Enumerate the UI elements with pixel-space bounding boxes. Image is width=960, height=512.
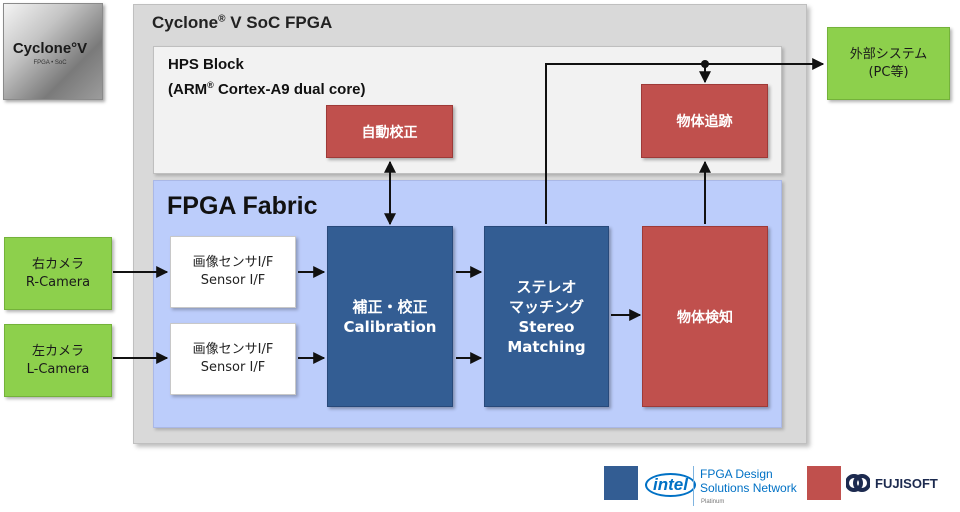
hps-block-title: HPS Block (ARM® Cortex-A9 dual core)	[168, 56, 366, 98]
fpga-design-solutions-network: FPGA Design Solutions Network	[700, 467, 797, 495]
sensor-if-right-label: 画像センサI/F Sensor I/F	[192, 255, 274, 288]
arrow-stereo-to-external	[545, 58, 825, 224]
object-detection-block: 物体検知	[642, 226, 768, 407]
sensor-if-right-block: 画像センサI/F Sensor I/F	[170, 236, 296, 308]
stereo-matching-label: ステレオ マッチング Stereo Matching	[507, 277, 586, 356]
external-system-block: 外部システム (PC等)	[827, 27, 950, 100]
chip-logo-name: Cyclone°V	[12, 40, 88, 57]
stereo-matching-block: ステレオ マッチング Stereo Matching	[484, 226, 609, 407]
sensor-if-left-block: 画像センサI/F Sensor I/F	[170, 323, 296, 395]
chip-logo-subtitle: FPGA • SoC	[33, 60, 67, 66]
object-tracking-label: 物体追跡	[676, 114, 733, 130]
auto-calibration-label: 自動校正	[361, 124, 418, 141]
calibration-block: 補正・校正 Calibration	[327, 226, 453, 407]
right-camera-block: 右カメラ R-Camera	[4, 237, 112, 310]
object-tracking-block: 物体追跡	[641, 84, 768, 158]
junction-dot	[701, 60, 709, 68]
left-camera-block: 左カメラ L-Camera	[4, 324, 112, 397]
calibration-label: 補正・校正 Calibration	[343, 297, 437, 336]
fujisoft-logo-text: FUJISOFT	[875, 476, 938, 491]
object-detection-label: 物体検知	[677, 309, 733, 326]
legend-blue-square	[604, 466, 638, 500]
fujisoft-logo-icon	[846, 474, 870, 492]
left-camera-label: 左カメラ L-Camera	[26, 343, 90, 377]
fpga-fabric-title: FPGA Fabric	[167, 192, 318, 220]
soc-title: Cyclone® V SoC FPGA	[152, 13, 333, 32]
cyclone-v-chip-logo	[3, 3, 103, 100]
right-camera-label: 右カメラ R-Camera	[25, 256, 91, 290]
platinum-label: Platinum	[701, 499, 725, 505]
external-system-label: 外部システム (PC等)	[849, 46, 928, 80]
legend-red-square	[807, 466, 841, 500]
sensor-if-left-label: 画像センサI/F Sensor I/F	[192, 342, 274, 375]
auto-calibration-block: 自動校正	[326, 105, 453, 158]
footer-divider	[693, 466, 694, 506]
intel-logo: intel	[645, 473, 696, 497]
